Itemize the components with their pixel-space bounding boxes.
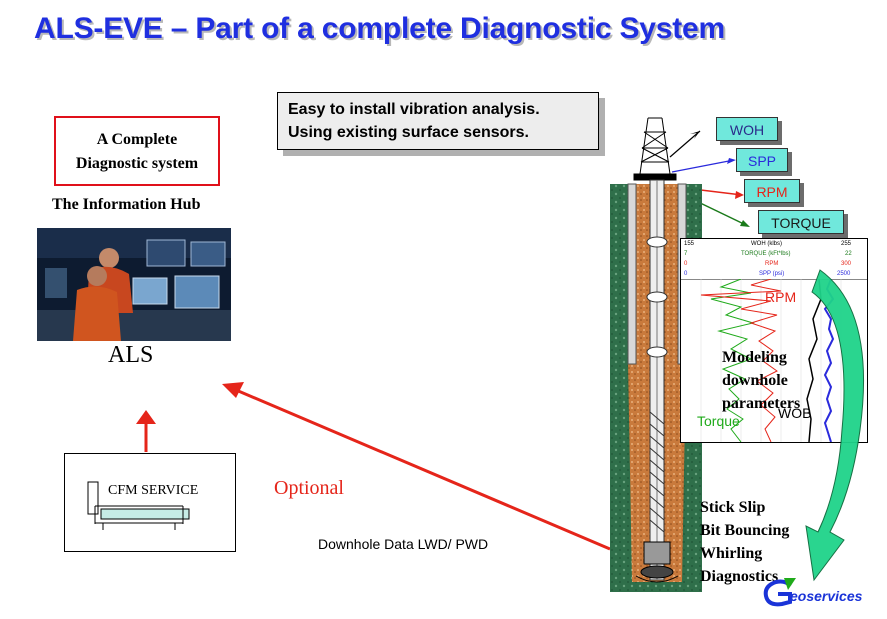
- spp-arrow: [671, 159, 735, 173]
- sensor-torque: TORQUE: [758, 210, 844, 234]
- sensor-spp-label: SPP: [747, 153, 776, 169]
- downhole-to-als-arrow: [235, 388, 611, 551]
- control-room-photo: [37, 228, 231, 341]
- callout-line1: Easy to install vibration analysis.: [288, 101, 540, 118]
- hdr-woh-max: 255: [841, 241, 852, 247]
- als-label: ALS: [108, 342, 154, 368]
- diag-box-line2: Diagnostic system: [75, 155, 199, 172]
- log-chart-panel: 155 WOH (klbs) 255 7 TORQUE (kFt*lbs) 22…: [680, 238, 868, 443]
- hdr-woh: WOH (klbs): [751, 241, 782, 247]
- downhole-arrow-head: [222, 382, 244, 398]
- control-room-illustration: [37, 228, 231, 341]
- hdr-rpm-min: 0: [684, 261, 688, 267]
- hdr-spp-max: 2500: [837, 271, 851, 277]
- modeling-line2: downhole: [722, 372, 788, 389]
- sensor-woh: WOH: [716, 117, 778, 141]
- geoservices-logo-text: eoservices: [790, 588, 863, 604]
- hdr-woh-min: 155: [684, 241, 695, 247]
- sensor-spp: SPP: [736, 148, 788, 172]
- diag-diagnostics: Diagnostics: [700, 568, 779, 585]
- chart-rpm-label: RPM: [765, 289, 797, 305]
- callout-line2: Using existing surface sensors.: [288, 124, 529, 141]
- geoservices-logo-mark: [763, 578, 796, 607]
- torque-trace: [710, 279, 755, 442]
- sensor-rpm: RPM: [744, 179, 800, 203]
- downhole-data-label: Downhole Data LWD/ PWD: [318, 536, 489, 552]
- cfm-service-box: [64, 453, 236, 552]
- sensor-torque-label: TORQUE: [771, 215, 831, 231]
- diag-whirling: Whirling: [700, 545, 763, 562]
- hdr-spp: SPP (psi): [759, 271, 785, 277]
- page-title: ALS-EVE – Part of a complete Diagnostic …: [34, 12, 725, 45]
- hdr-spp-min: 0: [684, 271, 688, 277]
- woh-arrow: [669, 130, 701, 158]
- sensor-woh-label: WOH: [729, 122, 765, 138]
- diag-bit-bouncing: Bit Bouncing: [700, 522, 790, 539]
- torque-arrow: [693, 199, 749, 227]
- diag-stick-slip: Stick Slip: [700, 499, 766, 516]
- wellbore-illustration: [610, 117, 702, 592]
- derrick-icon: [633, 117, 677, 181]
- chart-torque-label: Torque: [697, 413, 740, 429]
- hdr-torque: TORQUE (kFt*lbs): [741, 251, 791, 257]
- cfm-arrow-head: [136, 410, 156, 424]
- chart-wob-label: WOB: [778, 405, 812, 421]
- cfm-equipment-icon: [87, 481, 190, 530]
- sensor-rpm-label: RPM: [756, 184, 788, 200]
- complete-diagnostic-box: A Complete Diagnostic system: [54, 116, 220, 186]
- hdr-torque-max: 22: [845, 251, 852, 257]
- hdr-rpm-max: 300: [841, 261, 852, 267]
- diagnostics-list: Stick Slip Bit Bouncing Whirling Diagnos…: [700, 496, 789, 588]
- callout-box: Easy to install vibration analysis. Usin…: [277, 92, 599, 150]
- modeling-label: Modeling downhole parameters: [722, 346, 800, 415]
- hdr-torque-min: 7: [684, 251, 688, 257]
- modeling-line3: parameters: [722, 395, 801, 412]
- cfm-service-label: CFM SERVICE: [108, 483, 199, 498]
- hdr-rpm: RPM: [765, 261, 779, 267]
- optional-label: Optional: [274, 477, 344, 499]
- modeling-line1: Modeling: [722, 349, 787, 366]
- information-hub-label: The Information Hub: [52, 196, 201, 213]
- green-curved-arrow: [805, 269, 865, 582]
- log-header: 155 WOH (klbs) 255 7 TORQUE (kFt*lbs) 22…: [681, 239, 867, 280]
- rpm-trace: [700, 279, 782, 442]
- wob-trace: [806, 279, 822, 442]
- diag-box-line1: A Complete: [96, 131, 178, 148]
